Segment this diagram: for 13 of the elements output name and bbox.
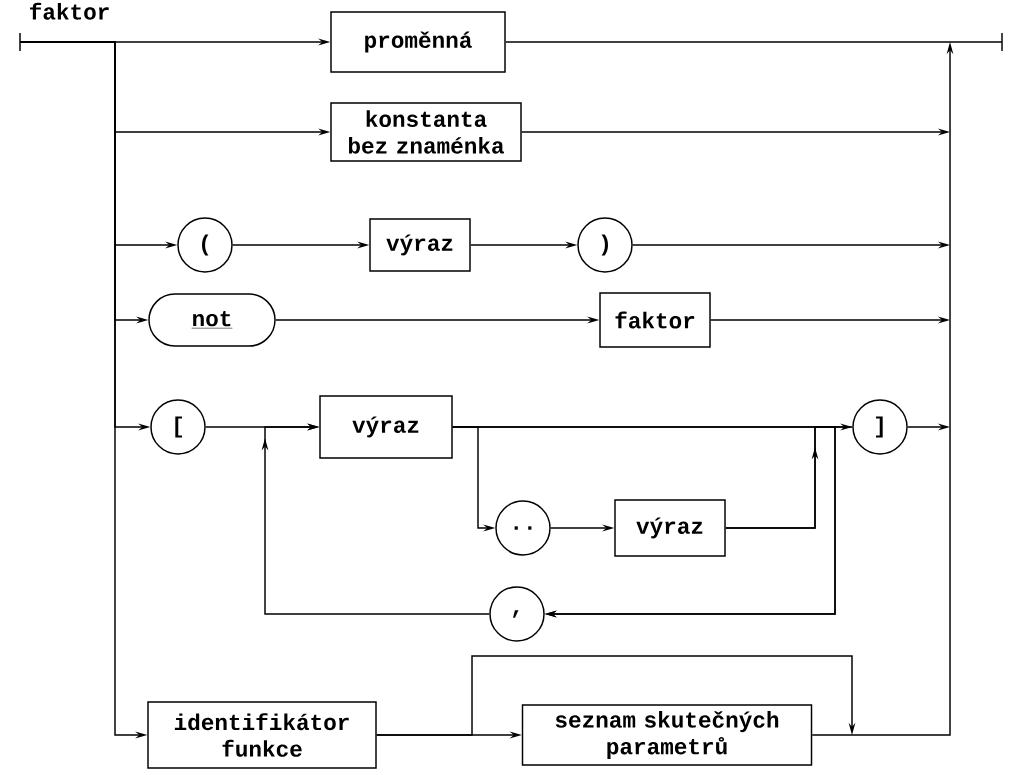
connector-line: [261, 423, 490, 615]
syntax-box: výraz: [614, 499, 726, 557]
syntax-box: faktor: [599, 292, 711, 348]
syntax-box: výraz: [319, 395, 453, 459]
syntax-box: konstanta bez znaménka: [330, 102, 522, 162]
syntax-box: výraz: [369, 218, 471, 272]
syntax-box: proměnná: [330, 11, 506, 73]
syntax-box: seznam skutečných parametrů: [521, 704, 813, 766]
diagram-title: faktor: [30, 2, 109, 20]
syntax-box: identifikátor funkce: [147, 701, 377, 769]
keyword-box: not: [148, 293, 276, 347]
connector-line: [376, 655, 856, 736]
connector-line: [505, 41, 1003, 43]
